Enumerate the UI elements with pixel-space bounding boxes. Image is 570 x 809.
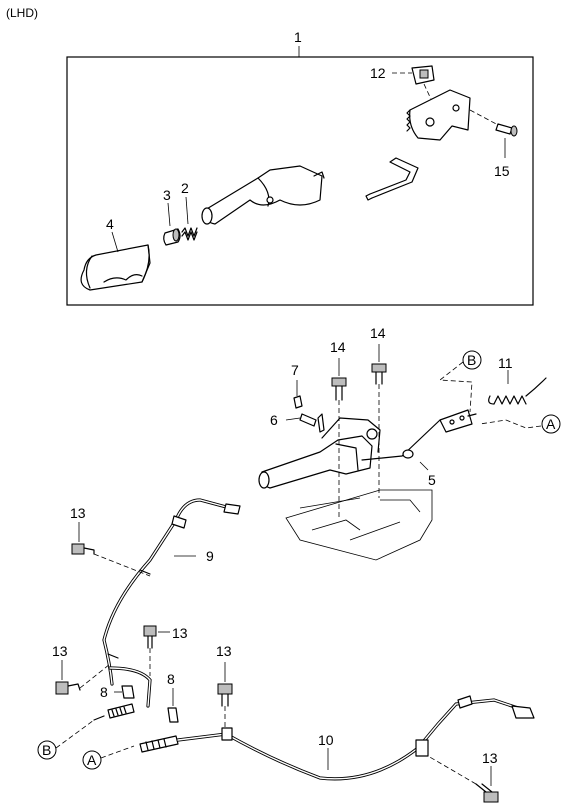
callout-14b: 14 [370,325,386,341]
bolt-13c [55,681,81,695]
clip-8a [121,685,135,699]
installed-lever-assembly [258,409,477,489]
callout-5: 5 [428,472,436,488]
callout-13e: 13 [482,750,498,766]
mount-bolt-14b [371,363,387,385]
leader-6 [285,417,301,421]
callout-8b: 8 [167,671,175,687]
leader-2 [185,196,189,225]
release-button [163,228,181,246]
lever-arm [201,165,325,225]
connector-b-lower-path [55,719,95,749]
bolt-13a [71,543,95,555]
callout-6: 6 [270,412,278,428]
connector-a-lower-path [100,745,135,759]
callout-8a: 8 [100,684,108,700]
leader-3 [167,202,171,227]
connector-a-lower: A [87,752,97,768]
lhd-header: (LHD) [6,6,38,20]
callout-10: 10 [318,732,334,748]
connector-b-upper-path [438,361,473,413]
connector-a-upper-circle [541,414,561,434]
lever-assembly-box [66,56,534,306]
connector-b-lower-circle [37,740,57,760]
callout-3: 3 [163,187,171,203]
guide-13e [427,755,477,785]
callout-14a: 14 [330,339,346,355]
guide-12 [423,83,437,111]
connector-b-lower: B [42,742,51,758]
leader-5 [419,461,429,471]
callout-9: 9 [206,548,214,564]
lever-pin [365,157,419,201]
callout-13b: 13 [172,625,188,641]
mount-bolt-14a [331,377,347,401]
callout-2: 2 [181,180,189,196]
callout-4: 4 [106,216,114,232]
callout-15: 15 [494,163,510,179]
callout-12: 12 [370,65,386,81]
connector-a-upper: A [546,416,556,432]
mount-bolt-6 [299,413,317,427]
callout-11: 11 [498,355,513,371]
bolt-13b [143,625,157,649]
callout-1: 1 [294,29,302,45]
connector-b-upper: B [467,352,476,368]
leader-4 [111,231,119,253]
bolt-13e [475,783,499,803]
floor-panel [285,489,433,561]
guide-13a [93,553,151,577]
clip-8b [167,707,179,723]
callout-13c: 13 [52,643,68,659]
callout-7: 7 [291,362,299,378]
connector-a-upper-path [479,419,542,429]
callout-13a: 13 [70,505,86,521]
connector-b-upper-circle [462,350,482,370]
guide-15 [469,109,501,127]
guide-13c [79,663,111,689]
ratchet-pawl [411,65,435,85]
button-spring [181,227,198,241]
lever-grip [80,244,151,291]
rear-cable-right [139,695,535,781]
return-spring [488,377,547,405]
bolt-13d [217,683,233,707]
ratchet-plate [406,89,471,141]
connector-a-lower-circle [82,750,102,770]
rear-cable-left [93,498,241,721]
pivot-bolt [495,123,518,137]
pin-7 [293,395,303,409]
callout-13d: 13 [216,643,232,659]
